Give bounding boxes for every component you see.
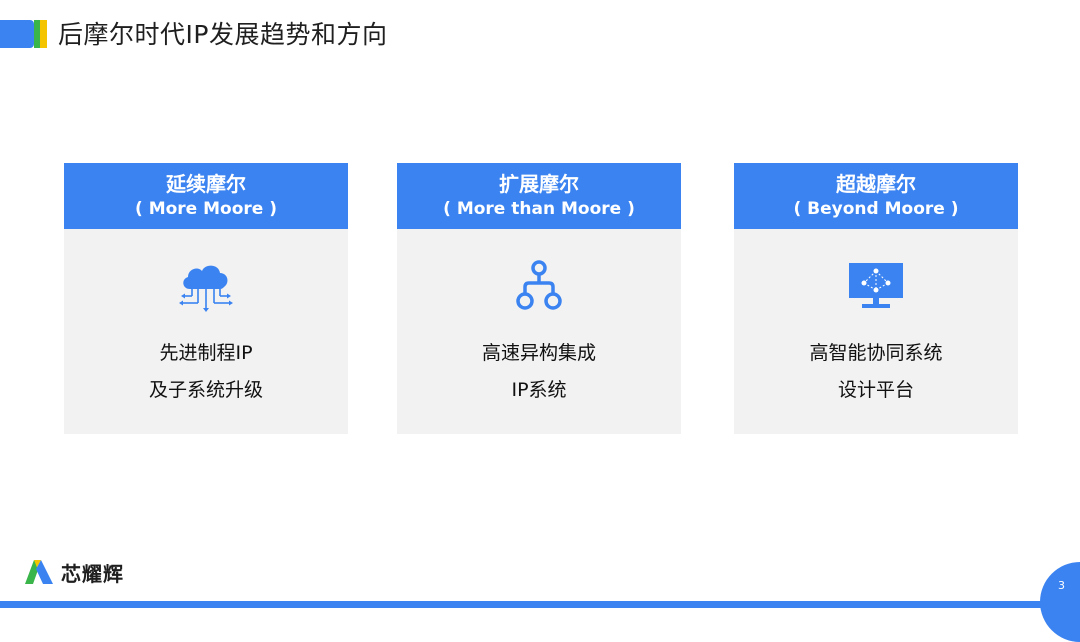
card-title: 延续摩尔 bbox=[166, 172, 246, 196]
card-more-moore: 延续摩尔 ( More Moore ) 先进制程IP 及子系统升级 bbox=[64, 163, 348, 434]
brand-logo-icon bbox=[25, 560, 53, 584]
card-beyond-moore: 超越摩尔 ( Beyond Moore ) 高智能协同系统 设计平台 bbox=[734, 163, 1018, 434]
cloud-network-icon bbox=[179, 265, 233, 312]
card-title: 超越摩尔 bbox=[836, 172, 916, 196]
title-accent-mark bbox=[0, 20, 47, 48]
card-line-2: IP系统 bbox=[511, 379, 567, 401]
card-line-1: 高速异构集成 bbox=[481, 342, 596, 364]
card-header: 超越摩尔 ( Beyond Moore ) bbox=[734, 163, 1018, 229]
card-line-2: 设计平台 bbox=[837, 379, 914, 401]
card-more-than-moore: 扩展摩尔 ( More than Moore ) 高速异构集成 IP系统 bbox=[397, 163, 681, 434]
page-title: 后摩尔时代IP发展趋势和方向 bbox=[58, 20, 388, 49]
card-subtitle: ( Beyond Moore ) bbox=[793, 199, 959, 219]
card-subtitle: ( More than Moore ) bbox=[443, 199, 635, 219]
card-header: 延续摩尔 ( More Moore ) bbox=[64, 163, 348, 229]
card-header: 扩展摩尔 ( More than Moore ) bbox=[397, 163, 681, 229]
footer-bar bbox=[0, 601, 1080, 608]
card-line-1: 高智能协同系统 bbox=[809, 342, 943, 364]
page-number-badge: 3 bbox=[1040, 562, 1080, 642]
card-title: 扩展摩尔 bbox=[499, 172, 579, 196]
page-number: 3 bbox=[1058, 579, 1065, 592]
card-subtitle: ( More Moore ) bbox=[135, 199, 277, 219]
network-monitor-icon bbox=[849, 263, 903, 308]
brand-name: 芯耀辉 bbox=[61, 562, 124, 586]
card-line-1: 先进制程IP bbox=[159, 342, 253, 364]
hierarchy-icon bbox=[516, 260, 562, 310]
card-line-2: 及子系统升级 bbox=[148, 379, 263, 401]
